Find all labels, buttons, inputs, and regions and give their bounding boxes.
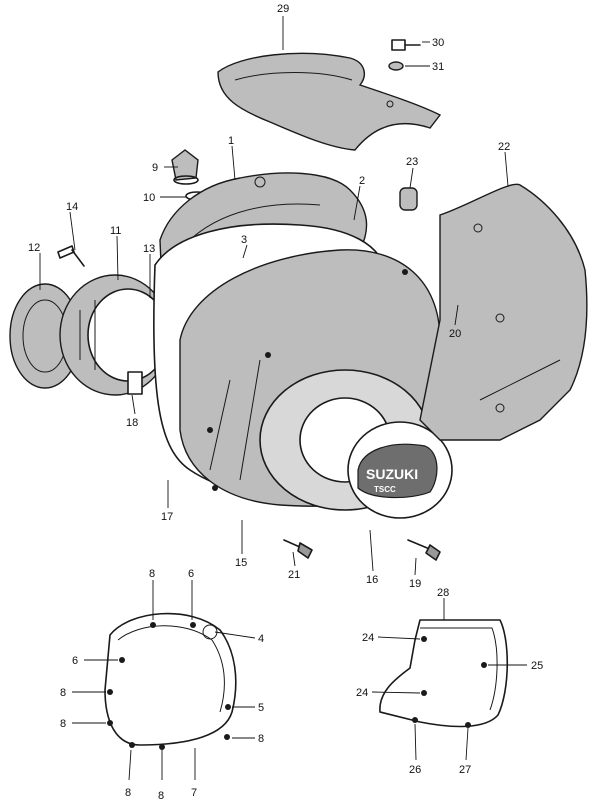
lower-gasket-cover: [104, 612, 237, 750]
label-8-bottom-a: 8: [125, 787, 131, 799]
label-29: 29: [277, 3, 289, 15]
label-2: 2: [359, 175, 365, 187]
label-4: 4: [258, 633, 264, 645]
label-8-right: 8: [258, 733, 264, 745]
bolt-21: [283, 539, 313, 559]
label-8-left-b: 8: [60, 718, 66, 730]
label-18: 18: [126, 417, 138, 429]
label-12: 12: [28, 242, 40, 254]
label-8-bottom-b: 8: [158, 790, 164, 802]
label-5: 5: [258, 702, 264, 714]
label-20: 20: [449, 328, 461, 340]
label-31: 31: [432, 61, 444, 73]
label-30: 30: [432, 37, 444, 49]
label-13: 13: [143, 243, 155, 255]
label-7: 7: [191, 787, 197, 799]
label-11: 11: [110, 225, 121, 237]
badge-model-text: TSCC: [374, 485, 396, 494]
label-25: 25: [531, 660, 543, 672]
bolt-30: [391, 39, 421, 51]
label-8-top: 8: [149, 568, 155, 580]
label-27: 27: [459, 764, 471, 776]
chain-guard: [379, 619, 509, 728]
label-8-left-a: 8: [60, 687, 66, 699]
bolt-14: [57, 245, 85, 267]
oil-filler-cap: [171, 149, 199, 185]
label-21: 21: [288, 569, 300, 581]
label-15: 15: [235, 557, 247, 569]
badge-brand-text: SUZUKI: [366, 466, 418, 482]
label-17: 17: [161, 511, 173, 523]
stator-ring: [59, 274, 171, 396]
label-1: 1: [228, 135, 234, 147]
top-cover-plate: [217, 52, 442, 151]
washer-31: [388, 61, 404, 71]
leader-lines: [39, 16, 527, 781]
bolt-19: [407, 539, 441, 561]
label-22: 22: [498, 141, 510, 153]
label-3: 3: [241, 234, 247, 246]
label-28: 28: [437, 587, 449, 599]
label-14: 14: [66, 201, 78, 213]
label-16: 16: [366, 574, 378, 586]
label-23: 23: [406, 156, 418, 168]
label-19: 19: [409, 578, 421, 590]
label-10: 10: [143, 192, 155, 204]
label-6-top: 6: [188, 568, 194, 580]
label-26: 26: [409, 764, 421, 776]
label-24-top: 24: [362, 632, 374, 644]
sprocket-cover: [419, 183, 588, 441]
part-labels: 29 30 31 9 10 1 2 14 11 12 13 3 23 22 20…: [28, 3, 543, 802]
label-9: 9: [152, 162, 158, 174]
dowel-pin: [399, 187, 418, 211]
label-6-left: 6: [72, 655, 78, 667]
label-24-bottom: 24: [356, 687, 368, 699]
badge-cover: SUZUKI TSCC: [347, 421, 453, 519]
